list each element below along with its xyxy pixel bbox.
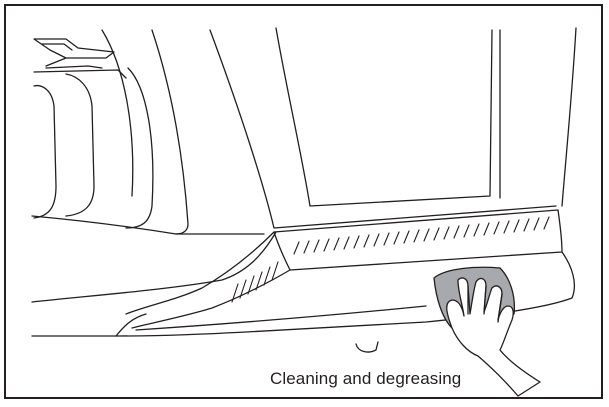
illustration-frame: Cleaning and degreasing [4, 4, 603, 399]
hand [446, 277, 541, 397]
tailgate [209, 27, 577, 229]
taillight-lamp [33, 38, 127, 219]
bumper-hatching [231, 216, 550, 303]
figure-caption: Cleaning and degreasing [270, 369, 462, 388]
left-body-panel [31, 29, 277, 303]
vehicle-rear-illustration [31, 27, 577, 397]
